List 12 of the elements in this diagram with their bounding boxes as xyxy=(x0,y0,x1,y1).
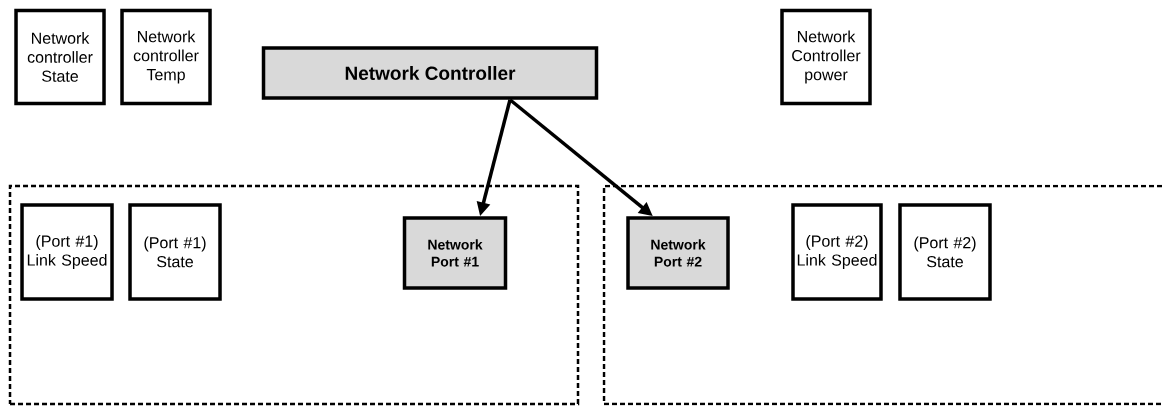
port-box: Network Port #2 xyxy=(626,216,730,290)
value-box: Network controller State xyxy=(14,8,106,106)
dashed-group-box xyxy=(602,184,1163,406)
value-box: (Port #1) State xyxy=(128,203,222,301)
value-box: (Port #2) Link Speed xyxy=(791,203,883,301)
value-box: Network Controller power xyxy=(780,8,872,106)
controller-box: Network Controller xyxy=(261,46,599,100)
value-box: (Port #2) State xyxy=(898,203,992,301)
value-box: (Port #1) Link Speed xyxy=(20,203,114,301)
dashed-group-box xyxy=(8,184,580,406)
port-box: Network Port #1 xyxy=(402,216,508,290)
value-box: Network controller Temp xyxy=(120,8,212,106)
